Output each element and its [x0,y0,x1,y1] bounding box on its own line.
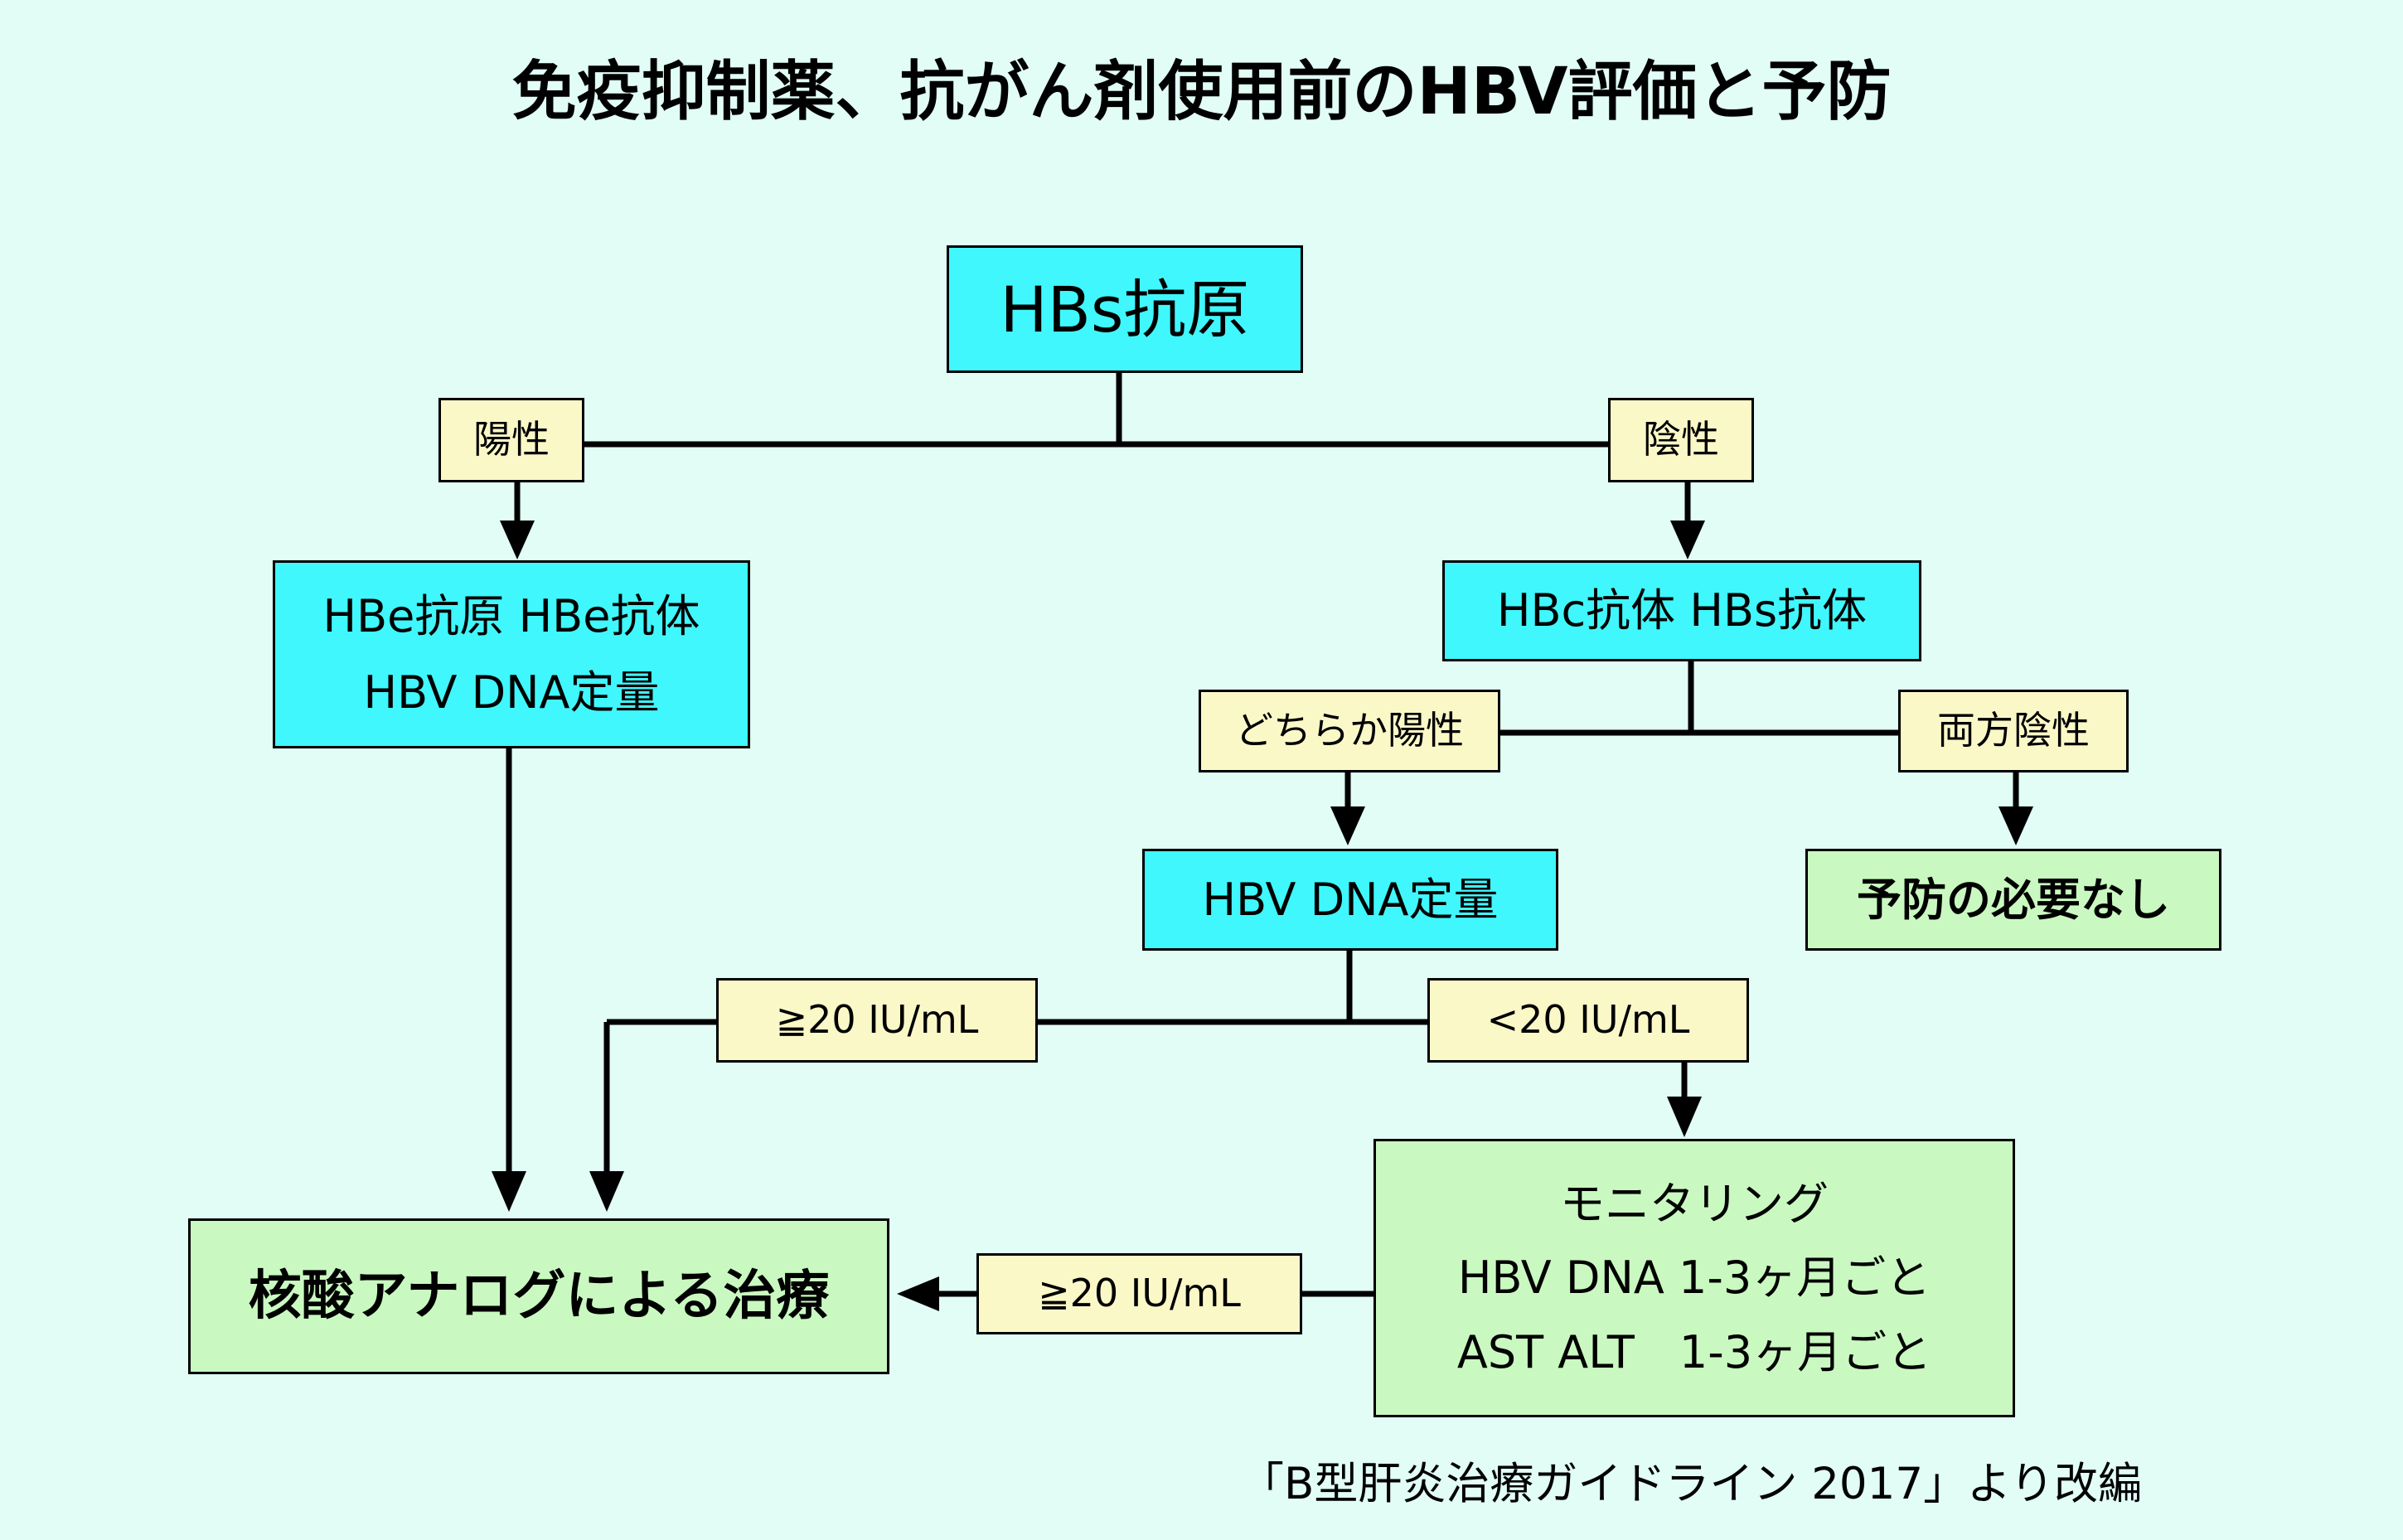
ge20-lower-label: ≧20 IU/mL [1038,1271,1241,1316]
ge20-upper-label: ≧20 IU/mL [775,997,979,1043]
page-title: 免疫抑制薬、抗がん剤使用前のHBV評価と予防 [511,55,1892,129]
arrowhead-hbe-treatment [492,1171,526,1212]
lt20-label-box: <20 IU/mL [1427,978,1749,1063]
hbc-test-box: HBc抗体 HBs抗体 [1442,560,1921,661]
hbs-antigen-box: HBs抗原 [947,245,1303,373]
both-negative-label: 両方陰性 [1937,708,2090,753]
arrowhead-both-none [1998,806,2033,845]
arrowhead-negative-hbc [1670,521,1705,559]
arrowhead-either-dna [1330,806,1365,845]
arrowhead-positive-hbe [500,521,535,559]
ge20-lower-label-box: ≧20 IU/mL [976,1253,1302,1334]
negative-label: 陰性 [1643,417,1719,462]
monitoring-line-1: モニタリング [1560,1178,1829,1231]
positive-label-box: 陽性 [438,398,584,482]
lt20-label: <20 IU/mL [1486,997,1690,1043]
hbv-dna-quant-label: HBV DNA定量 [1202,873,1499,926]
monitoring-line-2: HBV DNA 1-3ヶ月ごと [1457,1252,1931,1305]
hbs-antigen-label: HBs抗原 [1000,272,1250,346]
monitoring-box: モニタリング HBV DNA 1-3ヶ月ごと AST ALT 1-3ヶ月ごと [1373,1139,2015,1417]
ge20-upper-label-box: ≧20 IU/mL [716,978,1038,1063]
negative-label-box: 陰性 [1608,398,1754,482]
arrowhead-ge20-treatment [589,1171,624,1212]
either-positive-label-box: どちらか陽性 [1199,690,1500,772]
no-prophylaxis-box: 予防の必要なし [1805,849,2221,951]
positive-label: 陽性 [473,417,550,462]
hbe-test-line-1: HBe抗原 HBe抗体 [322,590,700,642]
treatment-box: 核酸アナログによる治療 [188,1218,889,1374]
arrowhead-lt20-monitoring [1667,1097,1702,1137]
both-negative-label-box: 両方陰性 [1898,690,2129,772]
arrowhead-ge20-lower-treatment [897,1276,939,1311]
treatment-label: 核酸アナログによる治療 [248,1266,830,1327]
hbe-test-box: HBe抗原 HBe抗体 HBV DNA定量 [273,560,750,748]
hbe-test-line-2: HBV DNA定量 [363,666,660,719]
monitoring-line-3: AST ALT 1-3ヶ月ごと [1456,1325,1932,1378]
hbv-dna-quant-box: HBV DNA定量 [1142,849,1558,951]
either-positive-label: どちらか陽性 [1235,708,1464,753]
hbc-test-label: HBc抗体 HBs抗体 [1496,584,1868,637]
source-note: 「B型肝炎治療ガイドライン 2017」より改編 [1240,1459,2143,1509]
no-prophylaxis-label: 予防の必要なし [1857,873,2170,926]
